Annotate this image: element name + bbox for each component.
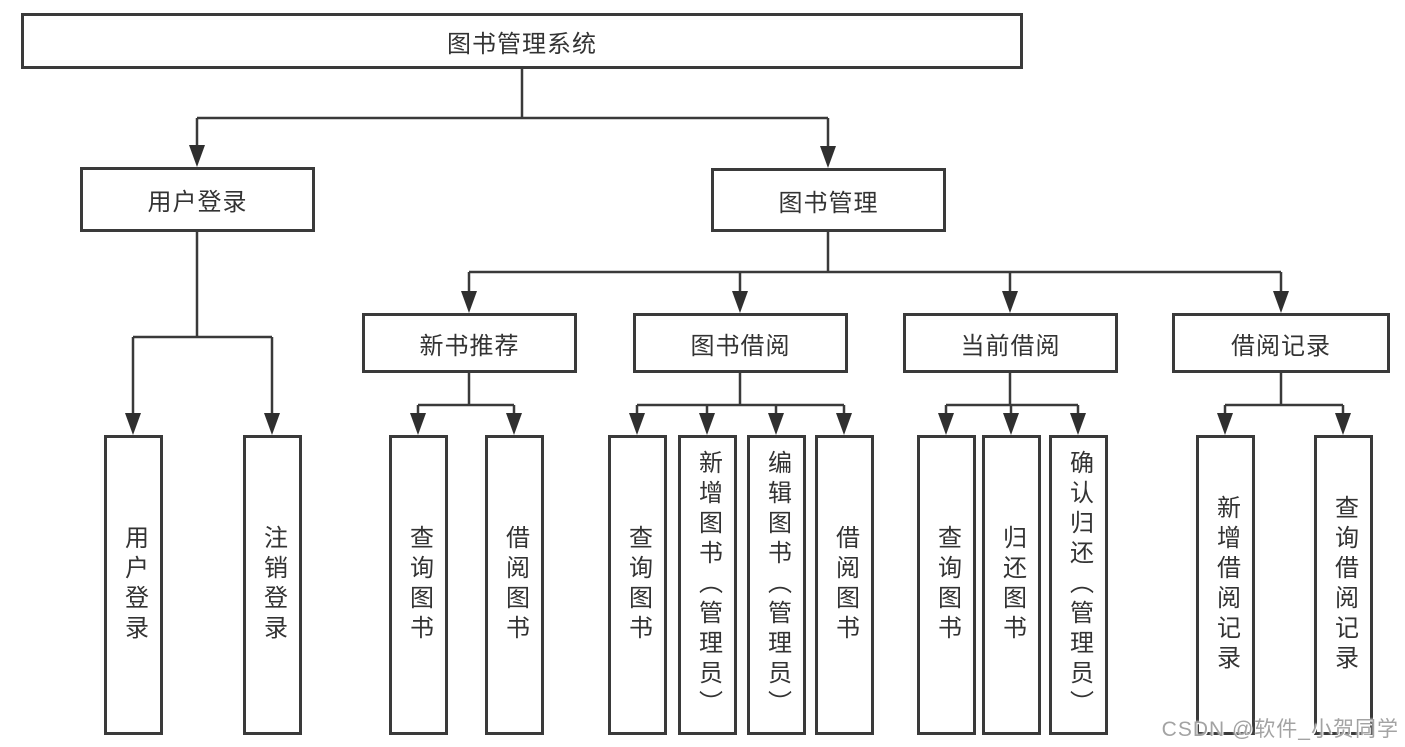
leaf-logout: 注销登录 [243,435,302,735]
node-label: 编辑图书（管理员） [763,450,791,720]
node-root: 图书管理系统 [21,13,1023,69]
arrowhead [1273,291,1289,313]
node-book-mgmt: 图书管理 [711,168,946,232]
node-label: 查询借阅记录 [1330,495,1358,675]
leaf-bb-borrow-books: 借阅图书 [815,435,874,735]
leaf-bb-query-books: 查询图书 [608,435,667,735]
connector-user-login-to-leaves [125,232,280,435]
node-label: 注销登录 [259,525,287,645]
node-label: 新书推荐 [419,332,520,360]
arrowhead [836,413,852,435]
connector-book-mgmt-to-level2 [461,232,1289,313]
node-label: 查询图书 [933,525,961,645]
arrowhead [189,145,205,167]
leaf-bb-add-books-admin: 新增图书（管理员） [678,435,737,735]
leaf-user-login: 用户登录 [104,435,163,735]
connector-current-borrow-to-leaves [938,373,1086,435]
connector-new-books-to-leaves [410,373,522,435]
leaf-nb-query-books: 查询图书 [389,435,448,735]
arrowhead [1070,413,1086,435]
leaf-cb-return-books: 归还图书 [982,435,1041,735]
node-label: 图书管理 [778,189,879,217]
arrowhead [1003,413,1019,435]
node-label: 当前借阅 [960,332,1061,360]
arrowhead [1335,413,1351,435]
node-label: 用户登录 [120,525,148,645]
arrowhead [629,413,645,435]
arrowhead [820,146,836,168]
node-label: 新增图书（管理员） [694,450,722,720]
node-label: 查询图书 [624,525,652,645]
leaf-cb-confirm-return-admin: 确认归还（管理员） [1049,435,1108,735]
node-label: 借阅记录 [1231,332,1331,360]
node-label: 图书管理系统 [447,30,597,58]
arrowhead [125,413,141,435]
leaf-br-add-record: 新增借阅记录 [1196,435,1255,735]
node-label: 用户登录 [147,189,248,216]
node-label: 查询图书 [405,525,433,645]
arrowhead [1217,413,1233,435]
leaf-cb-query-books: 查询图书 [917,435,976,735]
node-new-book-recommend: 新书推荐 [362,313,577,373]
node-label: 借阅图书 [831,525,859,645]
arrowhead [768,413,784,435]
node-label: 图书借阅 [690,332,791,360]
connector-records-to-leaves [1217,373,1351,435]
arrowhead [699,413,715,435]
arrowhead [410,413,426,435]
arrowhead [506,413,522,435]
node-label: 新增借阅记录 [1212,495,1240,675]
arrowhead [732,291,748,313]
arrowhead [461,291,477,313]
leaf-bb-edit-books-admin: 编辑图书（管理员） [747,435,806,735]
arrowhead [938,413,954,435]
node-label: 借阅图书 [501,525,529,645]
node-borrow-records: 借阅记录 [1172,313,1390,373]
arrowhead [264,413,280,435]
leaf-br-query-record: 查询借阅记录 [1314,435,1373,735]
node-current-borrow: 当前借阅 [903,313,1118,373]
watermark: CSDN @软件_小贺同学 [1161,718,1399,741]
node-book-borrow: 图书借阅 [633,313,848,373]
node-user-login: 用户登录 [80,167,315,232]
connector-book-borrow-to-leaves [629,373,852,435]
leaf-nb-borrow-books: 借阅图书 [485,435,544,735]
arrowhead [1002,291,1018,313]
connector-root-to-level1 [189,69,836,168]
node-label: 归还图书 [998,525,1026,645]
node-label: 确认归还（管理员） [1065,450,1093,720]
